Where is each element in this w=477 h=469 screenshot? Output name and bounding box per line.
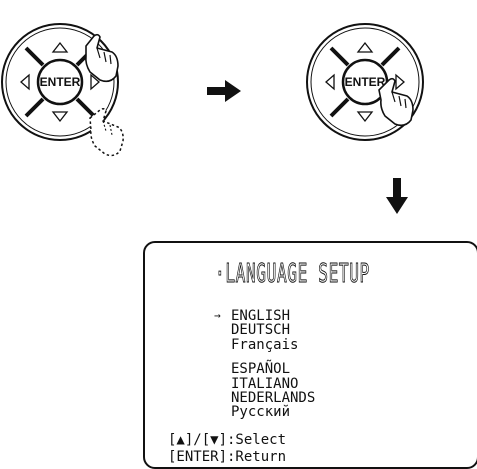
dotted-hand-icon [89,107,124,157]
remote-control-right: ENTER [305,0,465,175]
arrow-down-icon [386,178,408,214]
select-hint: [▲]/[▼]:Select [168,432,287,448]
language-option-espanol[interactable]: ESPAÑOL [231,361,291,378]
selection-cursor-icon: → [214,309,221,322]
language-list: → ENGLISH DEUTSCH Français ESPAÑOL ITALI… [214,309,315,420]
return-hint: [ENTER]:Return [168,449,287,465]
key-help: [▲]/[▼]:Select [ENTER]:Return [168,432,286,466]
pointing-hand-icon [378,77,414,127]
enter-button[interactable]: ENTER [39,75,81,89]
enter-button[interactable]: ENTER [344,75,386,89]
dpad-remote-icon [1,23,124,157]
language-setup-screen: ·LANGUAGE SETUP → ENGLISH DEUTSCH França… [143,241,477,469]
language-option-russian[interactable]: Русский [231,404,291,421]
screen-title: ·LANGUAGE SETUP [215,259,370,290]
pointing-hand-icon [85,33,119,83]
arrow-right-icon [207,80,241,102]
language-option-italiano[interactable]: ITALIANO [231,375,299,392]
language-option-nederlands[interactable]: NEDERLANDS [231,390,316,407]
language-option-francais[interactable]: Français [231,336,299,353]
language-option-english[interactable]: → ENGLISH [214,308,291,324]
remote-control-left: ENTER [0,0,160,175]
language-option-deutsch[interactable]: DEUTSCH [231,322,291,339]
